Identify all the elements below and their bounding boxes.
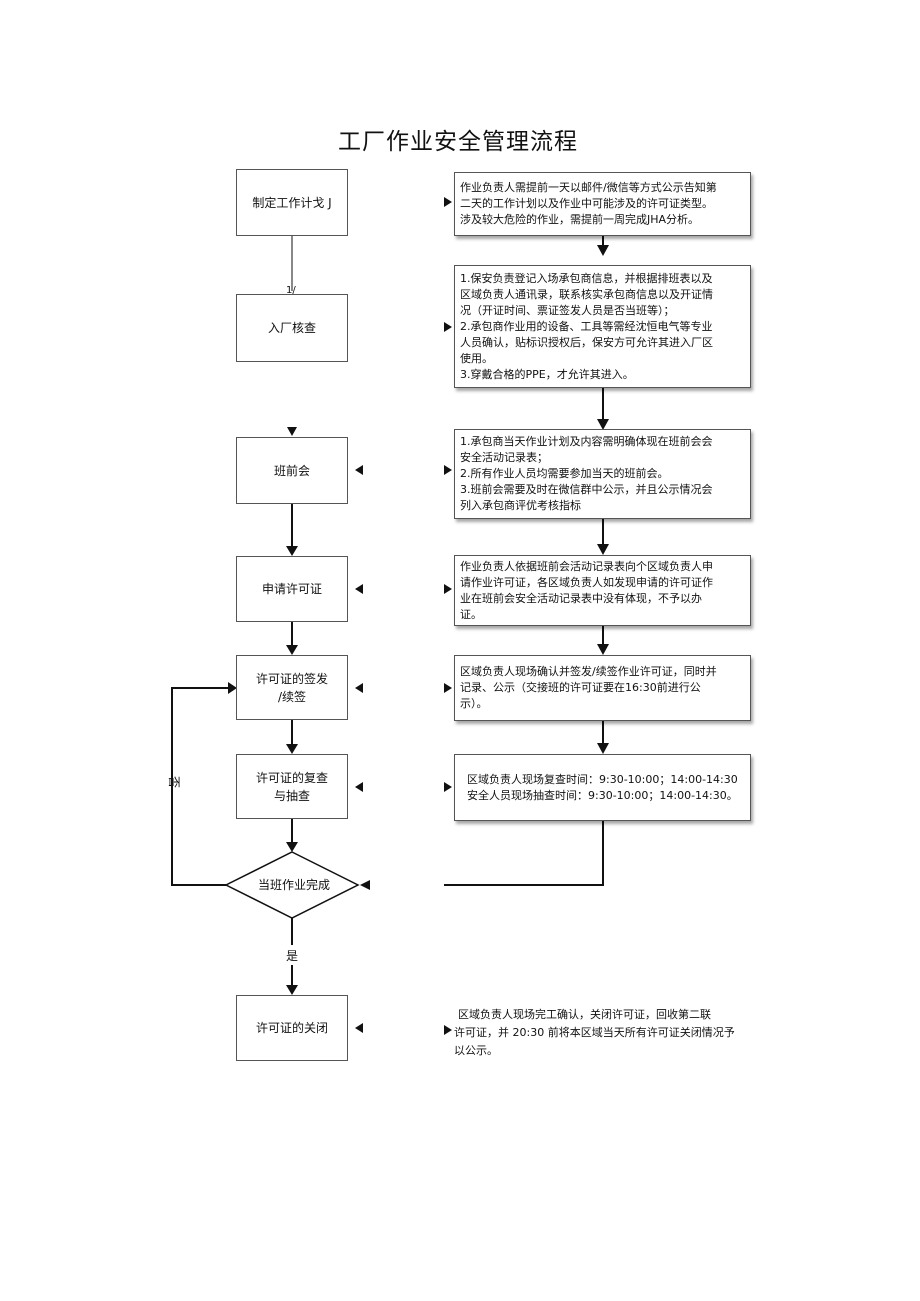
connector-desc-review-decision bbox=[444, 821, 604, 886]
marker-desc-entry bbox=[444, 322, 452, 332]
step-plan: 制定工作计戈 J bbox=[236, 169, 348, 236]
desc-plan-line: 作业负责人需提前一天以邮件/微信等方式公示告知第 bbox=[460, 181, 717, 194]
step-pre-shift-meeting: 班前会 bbox=[236, 437, 348, 504]
marker-left-preshift bbox=[355, 465, 363, 475]
desc-close-line: 以公示。 bbox=[454, 1044, 498, 1057]
step-close-permit-label: 许可证的关闭 bbox=[255, 1021, 328, 1035]
marker-left-apply bbox=[355, 584, 363, 594]
arrowhead-into-preshift bbox=[287, 427, 297, 436]
desc-issue-line: 区域负责人现场确认并签发/续签作业许可证，同时并 bbox=[460, 665, 717, 678]
step-close-permit: 许可证的关闭 bbox=[236, 995, 348, 1061]
desc-apply-line: 业在班前会安全活动记录表中没有体现，不予以办 bbox=[460, 591, 702, 605]
marker-desc-plan bbox=[444, 197, 452, 207]
desc-review-line: 安全人员现场抽查时间：9:30-10:00；14:00-14:30。 bbox=[467, 788, 738, 802]
arrowhead-into-decision bbox=[286, 842, 298, 852]
desc-apply-line: 请作业许可证，各区域负责人如发现申请的许可证作 bbox=[460, 575, 713, 589]
desc-preshift-line: 3.班前会需要及时在微信群中公示，并且公示情况会 bbox=[460, 483, 713, 496]
desc-issue-permit: 区域负责人现场确认并签发/续签作业许可证，同时并 记录、公示（交接班的许可证要在… bbox=[454, 655, 751, 721]
marker-desc-preshift bbox=[444, 465, 452, 475]
desc-close-line: 许可证，并 20:30 前将本区域当天所有许可证关闭情况予 bbox=[454, 1026, 735, 1039]
step-issue-permit: 许可证的签发 /续签 bbox=[236, 655, 348, 720]
desc-entry-line: 2.承包商作业用的设备、工具等需经沈恒电气等专业 bbox=[460, 319, 713, 333]
desc-review-permit: 区域负责人现场复查时间：9:30-10:00；14:00-14:30 安全人员现… bbox=[454, 754, 751, 821]
desc-apply-line: 作业负责人依据班前会活动记录表向个区域负责人申 bbox=[460, 559, 713, 573]
desc-pre-shift-meeting: 1.承包商当天作业计划及内容需明确体现在班前会会 安全活动记录表； 2.所有作业… bbox=[454, 429, 751, 519]
arrowhead-into-review bbox=[286, 744, 298, 754]
label-yes: 是 bbox=[286, 949, 299, 963]
step-review-permit: 许可证的复查 与抽查 bbox=[236, 754, 348, 819]
step-entry-check: 入厂核查 bbox=[236, 294, 348, 362]
arrowhead-into-close bbox=[286, 985, 298, 995]
step-apply-permit: 申请许可证 bbox=[236, 556, 348, 622]
step-issue-permit-label-line1: 许可证的签发 bbox=[255, 671, 328, 686]
marker-left-issue bbox=[355, 683, 363, 693]
arrowhead-desc-preshift bbox=[597, 419, 609, 430]
desc-issue-line: 示）。 bbox=[460, 697, 488, 710]
arrowhead-desc-apply bbox=[597, 544, 609, 555]
desc-preshift-line: 1.承包商当天作业计划及内容需明确体现在班前会会 bbox=[460, 435, 713, 448]
decision-label: 当班作业完成 bbox=[257, 878, 330, 892]
desc-close-permit: 区域负责人现场完工确认，关闭许可证，回收第二联 许可证，并 20:30 前将本区… bbox=[454, 1006, 756, 1060]
arrowhead-desc-entry bbox=[597, 245, 609, 256]
desc-entry-line: 人员确认，贴标识授权后，保安方可允许其进入厂区 bbox=[460, 335, 713, 349]
desc-review-line: 区域负责人现场复查时间：9:30-10:00；14:00-14:30 bbox=[467, 772, 738, 786]
marker-desc-close bbox=[444, 1025, 452, 1035]
arrowhead-loop-back bbox=[228, 682, 237, 694]
step-plan-label: 制定工作计戈 J bbox=[252, 195, 332, 210]
step-apply-permit-label: 申请许可证 bbox=[261, 582, 322, 596]
marker-left-close bbox=[355, 1023, 363, 1033]
desc-entry-line: 1.保安负责登记入场承包商信息，并根据排班表以及 bbox=[460, 271, 713, 285]
desc-entry-line: 使用。 bbox=[460, 351, 493, 365]
step-entry-check-label: 入厂核查 bbox=[267, 321, 316, 335]
desc-entry-line: 区域负责人通讯录，联系核实承包商信息以及开证情 bbox=[460, 287, 713, 301]
desc-issue-line: 记录、公示（交接班的许可证要在16:30前进行公 bbox=[460, 681, 701, 694]
marker-desc-issue bbox=[444, 683, 452, 693]
desc-preshift-line: 列入承包商评优考核指标 bbox=[460, 499, 581, 512]
page-title: 工厂作业安全管理流程 bbox=[338, 129, 578, 155]
loop-back-line bbox=[171, 687, 228, 886]
desc-entry-line: 况（开证时间、票证签发人员是否当班等）； bbox=[460, 303, 675, 317]
label-plan-to-entry: 1/ bbox=[286, 285, 296, 296]
desc-entry-line: 3.穿戴合格的PPE，才允许其进入。 bbox=[460, 367, 634, 381]
desc-preshift-line: 安全活动记录表； bbox=[460, 451, 548, 464]
arrowhead-desc-issue bbox=[597, 644, 609, 655]
arrowhead-into-apply bbox=[286, 546, 298, 556]
marker-desc-review bbox=[444, 782, 452, 792]
decision-diamond bbox=[224, 851, 360, 919]
step-issue-permit-label-line2: /续签 bbox=[277, 689, 307, 704]
desc-apply-line: 证。 bbox=[460, 607, 482, 621]
arrowhead-desc-review bbox=[597, 743, 609, 754]
desc-plan-line: 涉及较大危险的作业，需提前一周完成JHA分析。 bbox=[460, 213, 700, 226]
arrowhead-into-issue bbox=[286, 645, 298, 655]
desc-preshift-line: 2.所有作业人员均需要参加当天的班前会。 bbox=[460, 467, 669, 480]
desc-close-line: 区域负责人现场完工确认，关闭许可证，回收第二联 bbox=[458, 1008, 711, 1021]
step-pre-shift-meeting-label: 班前会 bbox=[273, 463, 310, 478]
step-review-permit-label-line1: 许可证的复查 bbox=[255, 770, 328, 785]
marker-left-review bbox=[355, 782, 363, 792]
step-review-permit-label-line2: 与抽查 bbox=[273, 788, 310, 803]
marker-desc-apply bbox=[444, 584, 452, 594]
desc-entry-check: 1.保安负责登记入场承包商信息，并根据排班表以及 区域负责人通讯录，联系核实承包… bbox=[454, 265, 751, 388]
desc-plan: 作业负责人需提前一天以邮件/微信等方式公示告知第 二天的工作计划以及作业中可能涉… bbox=[454, 172, 751, 236]
label-loop-back: 否 bbox=[167, 775, 182, 789]
marker-left-decision bbox=[360, 880, 370, 890]
desc-apply-permit: 作业负责人依据班前会活动记录表向个区域负责人申 请作业许可证，各区域负责人如发现… bbox=[454, 555, 751, 626]
desc-plan-line: 二天的工作计划以及作业中可能涉及的许可证类型。 bbox=[460, 197, 713, 210]
